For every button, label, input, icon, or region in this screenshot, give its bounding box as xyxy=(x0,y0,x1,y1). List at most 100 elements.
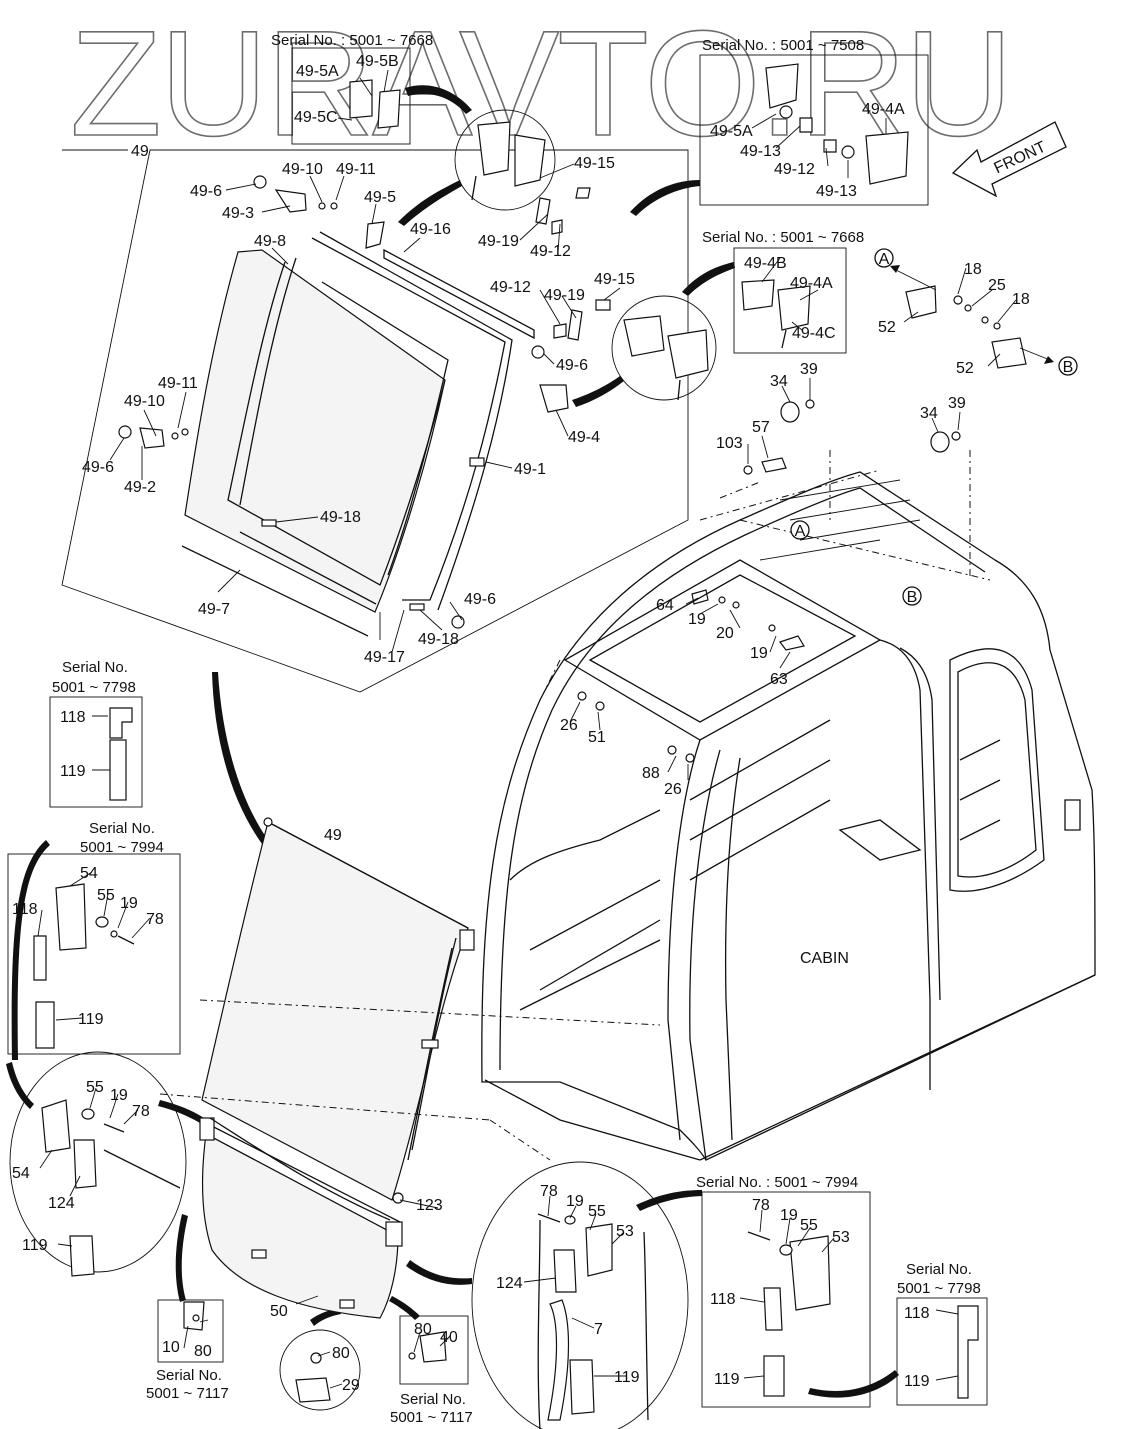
label-34-b: 34 xyxy=(920,405,938,422)
upper-lock-detail xyxy=(349,79,591,235)
label-124-b: 124 xyxy=(496,1275,523,1292)
serial-text-4: Serial No. : 5001 ~ 7994 xyxy=(696,1174,858,1191)
reference-letter-b: B xyxy=(1063,359,1074,376)
serial-box-49-4a xyxy=(699,54,929,206)
serial-text-8a: Serial No. xyxy=(156,1367,222,1384)
label-49-12-b: 49-12 xyxy=(490,279,531,296)
label-53-b: 53 xyxy=(832,1229,850,1246)
detail-circle-side-lock xyxy=(611,295,717,401)
serial-text-6a: Serial No. xyxy=(89,820,155,837)
detail-circle-lower-left-lock xyxy=(9,1051,187,1273)
label-49-10-a: 49-10 xyxy=(282,161,323,178)
label-49-6-a: 49-6 xyxy=(190,183,222,200)
serial-text-5a: Serial No. xyxy=(62,659,128,676)
reference-marker-a-top: A xyxy=(874,248,894,268)
lower-panel-50 xyxy=(159,999,661,1319)
label-118-b: 118 xyxy=(12,901,38,918)
serial-text-5b: 5001 ~ 7798 xyxy=(52,679,136,696)
label-49-4a: 49-4A xyxy=(862,101,905,118)
roof-small-parts xyxy=(577,399,961,763)
label-52-a: 52 xyxy=(878,319,896,336)
label-78-c: 78 xyxy=(540,1183,558,1200)
label-49-17: 49-17 xyxy=(364,649,405,666)
label-53-a: 53 xyxy=(616,1223,634,1240)
label-49-16: 49-16 xyxy=(410,221,451,238)
label-49-4b: 49-4B xyxy=(744,255,787,272)
reference-letter-a: A xyxy=(879,251,890,268)
label-119-b: 119 xyxy=(78,1011,104,1028)
label-57: 57 xyxy=(752,419,770,436)
label-49-12-a: 49-12 xyxy=(530,243,571,260)
serial-lock-details-right xyxy=(741,63,909,349)
label-40: 40 xyxy=(440,1329,458,1346)
label-55-d: 55 xyxy=(800,1217,818,1234)
label-49-2: 49-2 xyxy=(124,479,156,496)
label-49-5b: 49-5B xyxy=(356,53,399,70)
label-49-7: 49-7 xyxy=(198,601,230,618)
cabin-label: CABIN xyxy=(800,950,849,967)
label-19-c: 19 xyxy=(120,895,138,912)
hinge-hardware-upper xyxy=(118,175,569,629)
serial-box-53-lock-right xyxy=(701,1191,871,1408)
serial-box-118-119-right xyxy=(896,1297,988,1406)
label-49-5: 49-5 xyxy=(364,189,396,206)
label-119-c: 119 xyxy=(22,1237,48,1254)
serial-box-49-5 xyxy=(291,47,411,145)
label-26-b: 26 xyxy=(664,781,682,798)
label-leader-lines xyxy=(37,69,1017,1389)
label-26-a: 26 xyxy=(560,717,578,734)
label-54-a: 54 xyxy=(80,865,98,882)
label-51: 51 xyxy=(588,729,606,746)
label-119-d: 119 xyxy=(614,1369,640,1386)
label-49: 49 xyxy=(131,143,149,160)
label-49-15-a: 49-15 xyxy=(574,155,615,172)
label-49-13-b: 49-13 xyxy=(816,183,857,200)
watermark-text: ZURAVTO.RU xyxy=(70,0,1011,167)
label-63: 63 xyxy=(770,671,788,688)
lower-left-lock-detail xyxy=(41,1099,181,1277)
serial-text-9a: Serial No. xyxy=(400,1391,466,1408)
label-49-12-c: 49-12 xyxy=(774,161,815,178)
windshield-assembly-box xyxy=(61,149,689,693)
stopper-detail xyxy=(295,1352,331,1403)
label-55-a: 55 xyxy=(97,887,115,904)
label-25: 25 xyxy=(988,277,1006,294)
label-49-10-b: 49-10 xyxy=(124,393,165,410)
label-54-b: 54 xyxy=(12,1165,30,1182)
label-80-c: 80 xyxy=(414,1321,432,1338)
label-80-b: 80 xyxy=(332,1345,350,1362)
label-49-4: 49-4 xyxy=(568,429,600,446)
label-124-a: 124 xyxy=(48,1195,75,1212)
detail-circle-stopper xyxy=(279,1329,361,1411)
lower-right-lock-detail xyxy=(537,1213,649,1429)
serial-text-8b: 5001 ~ 7117 xyxy=(146,1385,229,1402)
reference-marker-b-roof: B xyxy=(902,586,922,606)
label-119-e: 119 xyxy=(714,1371,740,1388)
label-49-5a: 49-5A xyxy=(296,63,339,80)
label-49-15-b: 49-15 xyxy=(594,271,635,288)
label-49-11-b: 49-11 xyxy=(158,375,198,392)
label-78-d: 78 xyxy=(752,1197,770,1214)
label-49-assembled: 49 xyxy=(324,827,342,844)
bracket-52-parts xyxy=(890,265,1054,369)
label-49-8: 49-8 xyxy=(254,233,286,250)
label-49-13-a: 49-13 xyxy=(740,143,781,160)
label-119-a: 119 xyxy=(60,763,86,780)
label-49-3: 49-3 xyxy=(222,205,254,222)
label-49-1: 49-1 xyxy=(514,461,546,478)
front-direction-arrow xyxy=(951,121,1067,198)
label-19-b: 19 xyxy=(750,645,768,662)
reference-letter-b-roof: B xyxy=(907,589,918,606)
label-88: 88 xyxy=(642,765,660,782)
label-19-e: 19 xyxy=(566,1193,584,1210)
label-18-a: 18 xyxy=(964,261,982,278)
label-52-b: 52 xyxy=(956,360,974,377)
label-55-c: 55 xyxy=(588,1203,606,1220)
serial-box-49-4b xyxy=(733,247,847,354)
label-7: 7 xyxy=(594,1321,603,1338)
label-18-b: 18 xyxy=(1012,291,1030,308)
leader-arrows xyxy=(6,85,899,1398)
label-19-a: 19 xyxy=(688,611,706,628)
